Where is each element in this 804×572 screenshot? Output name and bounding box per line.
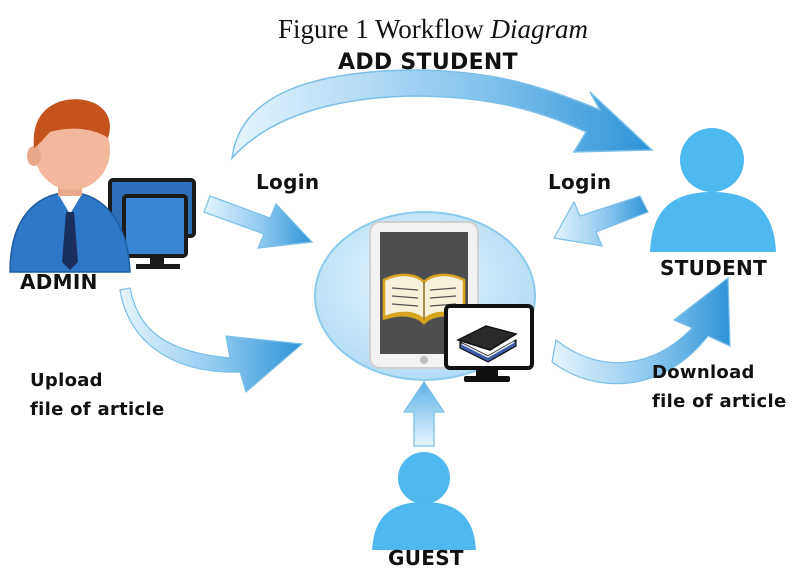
login-right-arrow	[553, 195, 649, 247]
guest-label: GUEST	[388, 546, 464, 570]
student-label: STUDENT	[660, 256, 768, 280]
caption-prefix: Figure 1 Workflow	[277, 14, 484, 44]
add-student-arrow	[230, 69, 654, 161]
login-left-arrow	[203, 195, 314, 249]
admin-with-computer-icon	[9, 99, 196, 273]
download-arrow	[551, 276, 731, 385]
login-right-label: Login	[548, 170, 612, 194]
student-person-icon	[650, 128, 776, 252]
admin-label: ADMIN	[20, 270, 98, 294]
figure-caption: Figure 1 Workflow Diagram	[0, 14, 804, 45]
download-label: Download file of article	[652, 362, 787, 412]
upload-arrow	[119, 287, 304, 394]
guest-arrow	[402, 380, 446, 447]
monitor-book-icon	[444, 304, 534, 382]
caption-italic: Diagram	[490, 14, 589, 44]
guest-person-icon	[372, 452, 476, 550]
add-student-label: ADD STUDENT	[338, 50, 518, 75]
upload-label: Upload file of article	[30, 370, 165, 420]
login-left-label: Login	[256, 170, 320, 194]
